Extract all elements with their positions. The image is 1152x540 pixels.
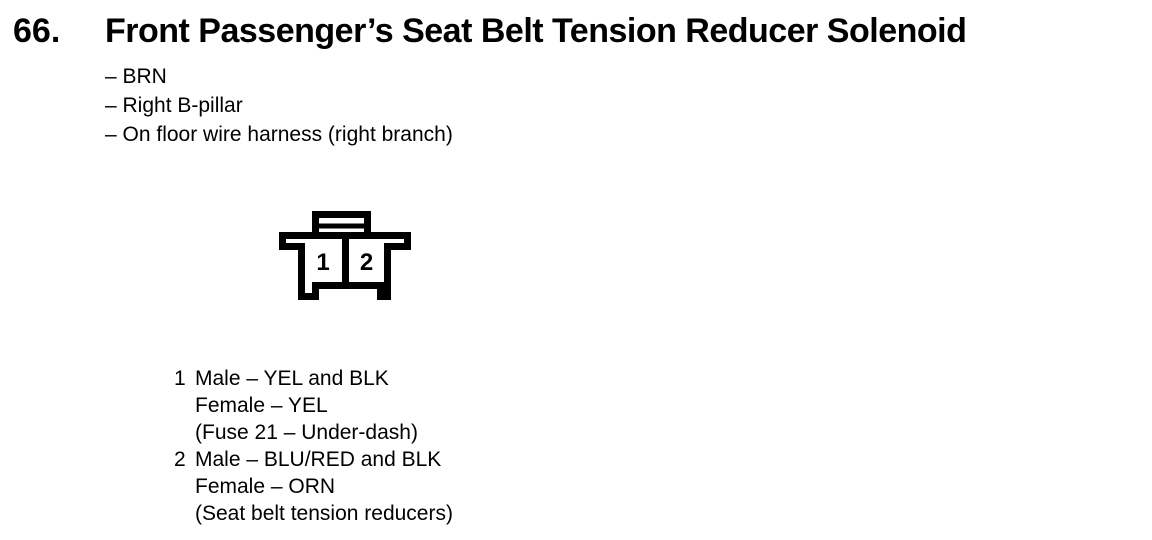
pin-1-female-wire: Female – YEL	[195, 394, 328, 417]
cavity-1-label: 1	[316, 249, 329, 276]
section-number: 66.	[13, 12, 61, 50]
pin-1-male-wire: Male – YEL and BLK	[195, 367, 389, 390]
connector-diagram: 1 2	[279, 211, 411, 300]
connector-details-list: – BRN – Right B-pillar – On floor wire h…	[105, 62, 453, 149]
pin-1-lines: Male – YEL and BLK Female – YEL (Fuse 21…	[195, 365, 418, 446]
pin-2-number: 2	[174, 448, 186, 471]
page-title: Front Passenger’s Seat Belt Tension Redu…	[105, 12, 967, 50]
pin-2-lines: Male – BLU/RED and BLK Female – ORN (Sea…	[195, 446, 453, 527]
pin-descriptions: 1 Male – YEL and BLK Female – YEL (Fuse …	[174, 365, 453, 527]
detail-item-location: – Right B-pillar	[105, 94, 243, 117]
pin-2-female-wire: Female – ORN	[195, 475, 336, 498]
detail-item-wire-color: – BRN	[105, 65, 167, 88]
cavity-2-label: 2	[360, 249, 373, 276]
detail-item-harness: – On floor wire harness (right branch)	[105, 123, 453, 146]
pin-row-1: 1 Male – YEL and BLK Female – YEL (Fuse …	[174, 365, 453, 446]
pin-row-2: 2 Male – BLU/RED and BLK Female – ORN (S…	[174, 446, 453, 527]
pin-1-circuit: (Fuse 21 – Under-dash)	[195, 421, 418, 444]
pin-1-number: 1	[174, 367, 186, 390]
pin-2-circuit: (Seat belt tension reducers)	[195, 502, 453, 525]
pin-2-male-wire: Male – BLU/RED and BLK	[195, 448, 442, 471]
